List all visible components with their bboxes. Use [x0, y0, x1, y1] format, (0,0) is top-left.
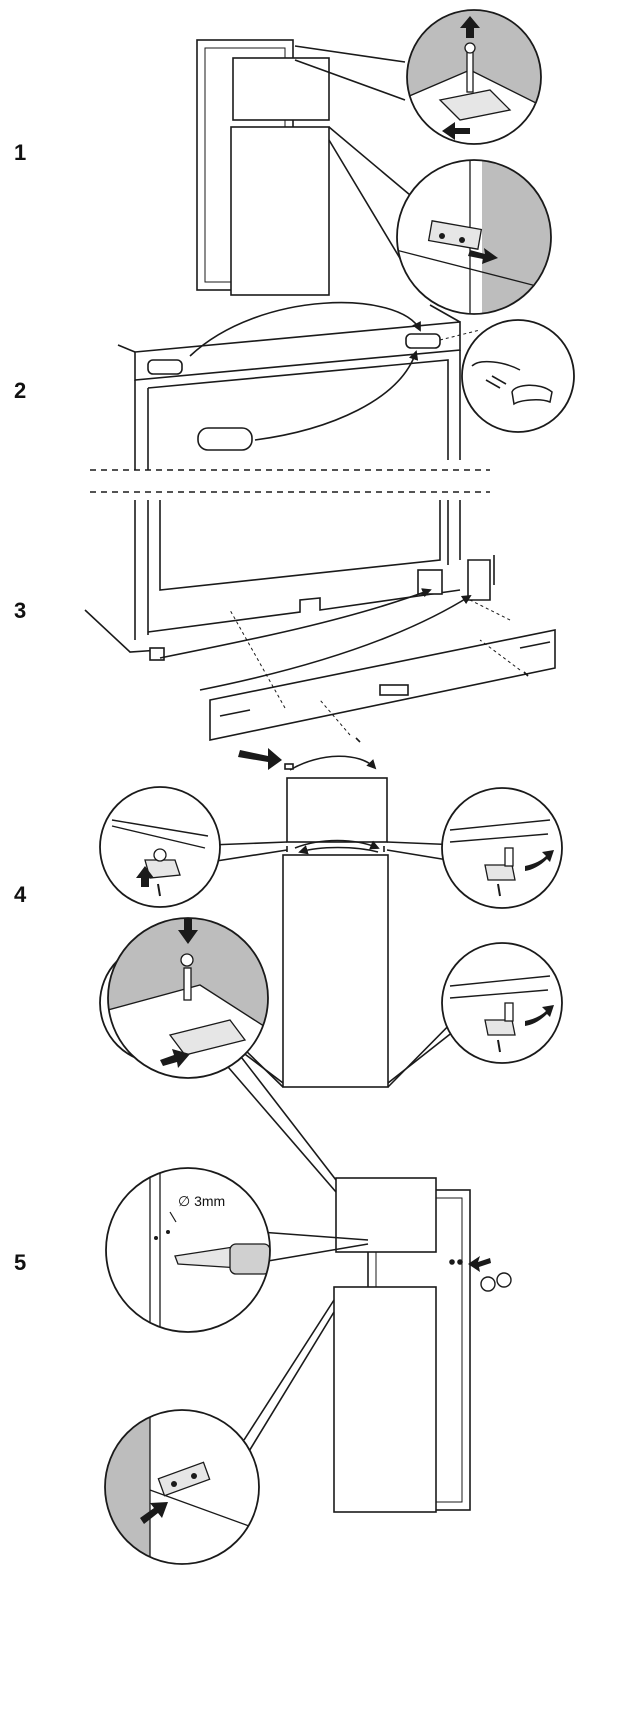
hinge-detail-circle-top [406, 9, 542, 145]
arrow-left-icon [468, 1256, 491, 1272]
arrow-up-icon [136, 866, 154, 887]
step-3-illustration [84, 500, 556, 743]
hinge-detail-circle-step5-top [107, 917, 269, 1079]
hinge-detail-circle-step5-bottom [104, 1409, 260, 1565]
step-1-illustration [196, 39, 411, 296]
arrow-down-icon [178, 918, 198, 944]
arrow-down-right-icon [238, 748, 282, 770]
hinge-circle-4-top-left [99, 786, 221, 908]
fridge-door-step1 [230, 126, 330, 296]
curved-arrow-right-icon [525, 850, 554, 871]
step-number-3: 3 [14, 598, 27, 623]
hinge-circle-4-top-right [441, 787, 563, 909]
step-number-4: 4 [14, 882, 27, 907]
drill-detail-circle: ∅ 3mm [105, 1167, 271, 1333]
step-number-2: 2 [14, 378, 27, 403]
hole-caps [480, 1272, 512, 1292]
step-number-5: 5 [14, 1250, 27, 1275]
arrow-up-right-icon [140, 1502, 168, 1524]
drill-size-label: ∅ 3mm [178, 1193, 225, 1209]
step-2-illustration [117, 301, 461, 470]
break-lines [90, 469, 490, 493]
step-number-1: 1 [14, 140, 27, 165]
hinge-detail-circle-lower [396, 159, 552, 315]
fridge-door-step4 [282, 854, 389, 1088]
fridge-door-step5 [333, 1286, 437, 1513]
handle-detail-circle [461, 319, 575, 433]
arrow-right-icon [160, 1049, 190, 1068]
door-top-edge [134, 321, 461, 381]
curved-arrow-right-icon [525, 1005, 554, 1026]
step-5-illustration [221, 1039, 471, 1513]
hinge-circle-4-bottom-right [441, 942, 563, 1064]
freezer-door-step5 [335, 1177, 437, 1253]
arrow-left-icon [442, 122, 470, 140]
arrow-up-icon [460, 16, 480, 38]
freezer-door-step4 [286, 777, 388, 843]
freezer-door-step1 [232, 57, 330, 121]
arrow-right-icon [468, 248, 498, 264]
